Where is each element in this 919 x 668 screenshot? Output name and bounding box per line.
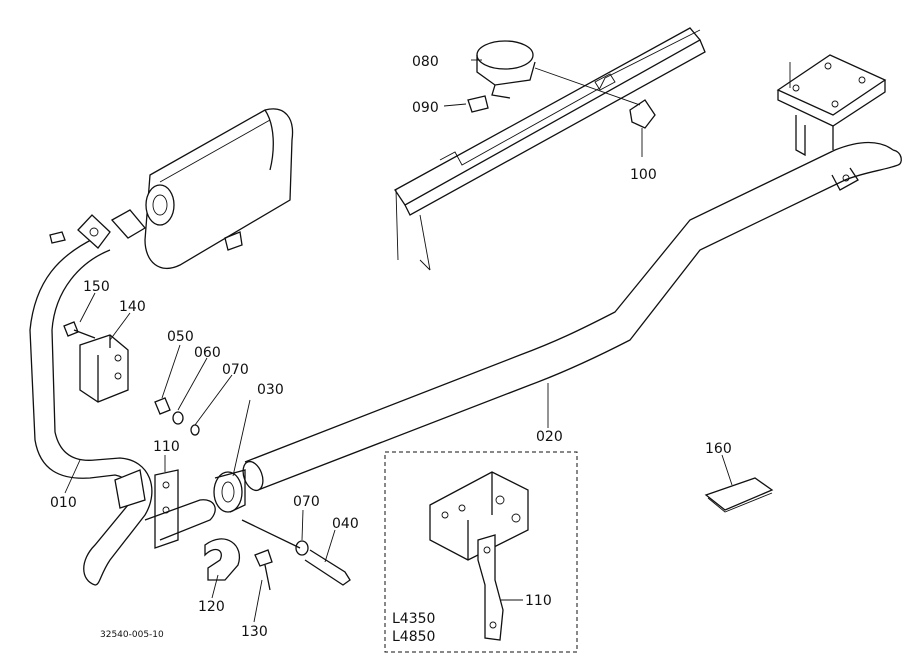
part-label-100: 100 xyxy=(630,167,657,183)
part-label-050: 050 xyxy=(167,329,194,345)
exhaust-pipe-drawing xyxy=(29,214,153,586)
muffler-drawing xyxy=(110,108,294,270)
part-label-090: 090 xyxy=(412,100,439,116)
part-label-130: 130 xyxy=(241,624,268,640)
gasket-and-hardware-drawing xyxy=(154,397,351,586)
part-label-040: 040 xyxy=(332,516,359,532)
decal-drawing xyxy=(704,477,774,511)
variant-bracket-drawing xyxy=(429,471,529,641)
part-label-120: 120 xyxy=(198,599,225,615)
clamp-110-drawing xyxy=(144,469,273,591)
part-label-110-main: 110 xyxy=(153,439,180,455)
cap-and-fasteners-drawing xyxy=(467,40,656,129)
part-label-070-left: 070 xyxy=(222,362,249,378)
frame-rail-drawing xyxy=(394,27,706,271)
figure-code: 32540-005-10 xyxy=(100,630,164,640)
part-label-160: 160 xyxy=(705,441,732,457)
part-label-070-right: 070 xyxy=(293,494,320,510)
part-label-150: 150 xyxy=(83,279,110,295)
part-label-140: 140 xyxy=(119,299,146,315)
variant-model-1: L4350 xyxy=(392,611,435,627)
part-label-110-variant: 110 xyxy=(525,593,552,609)
part-label-020: 020 xyxy=(536,429,563,445)
leader-lines xyxy=(64,59,733,623)
part-label-080: 080 xyxy=(412,54,439,70)
rear-mount-bracket-drawing xyxy=(776,54,887,157)
bracket-140-drawing xyxy=(63,321,129,403)
tail-pipe-drawing xyxy=(242,141,902,492)
variant-model-2: L4850 xyxy=(392,629,435,645)
part-labels: 080 090 100 020 030 040 070 050 060 070 … xyxy=(50,54,732,640)
part-label-010: 010 xyxy=(50,495,77,511)
part-label-060: 060 xyxy=(194,345,221,361)
part-label-030: 030 xyxy=(257,382,284,398)
